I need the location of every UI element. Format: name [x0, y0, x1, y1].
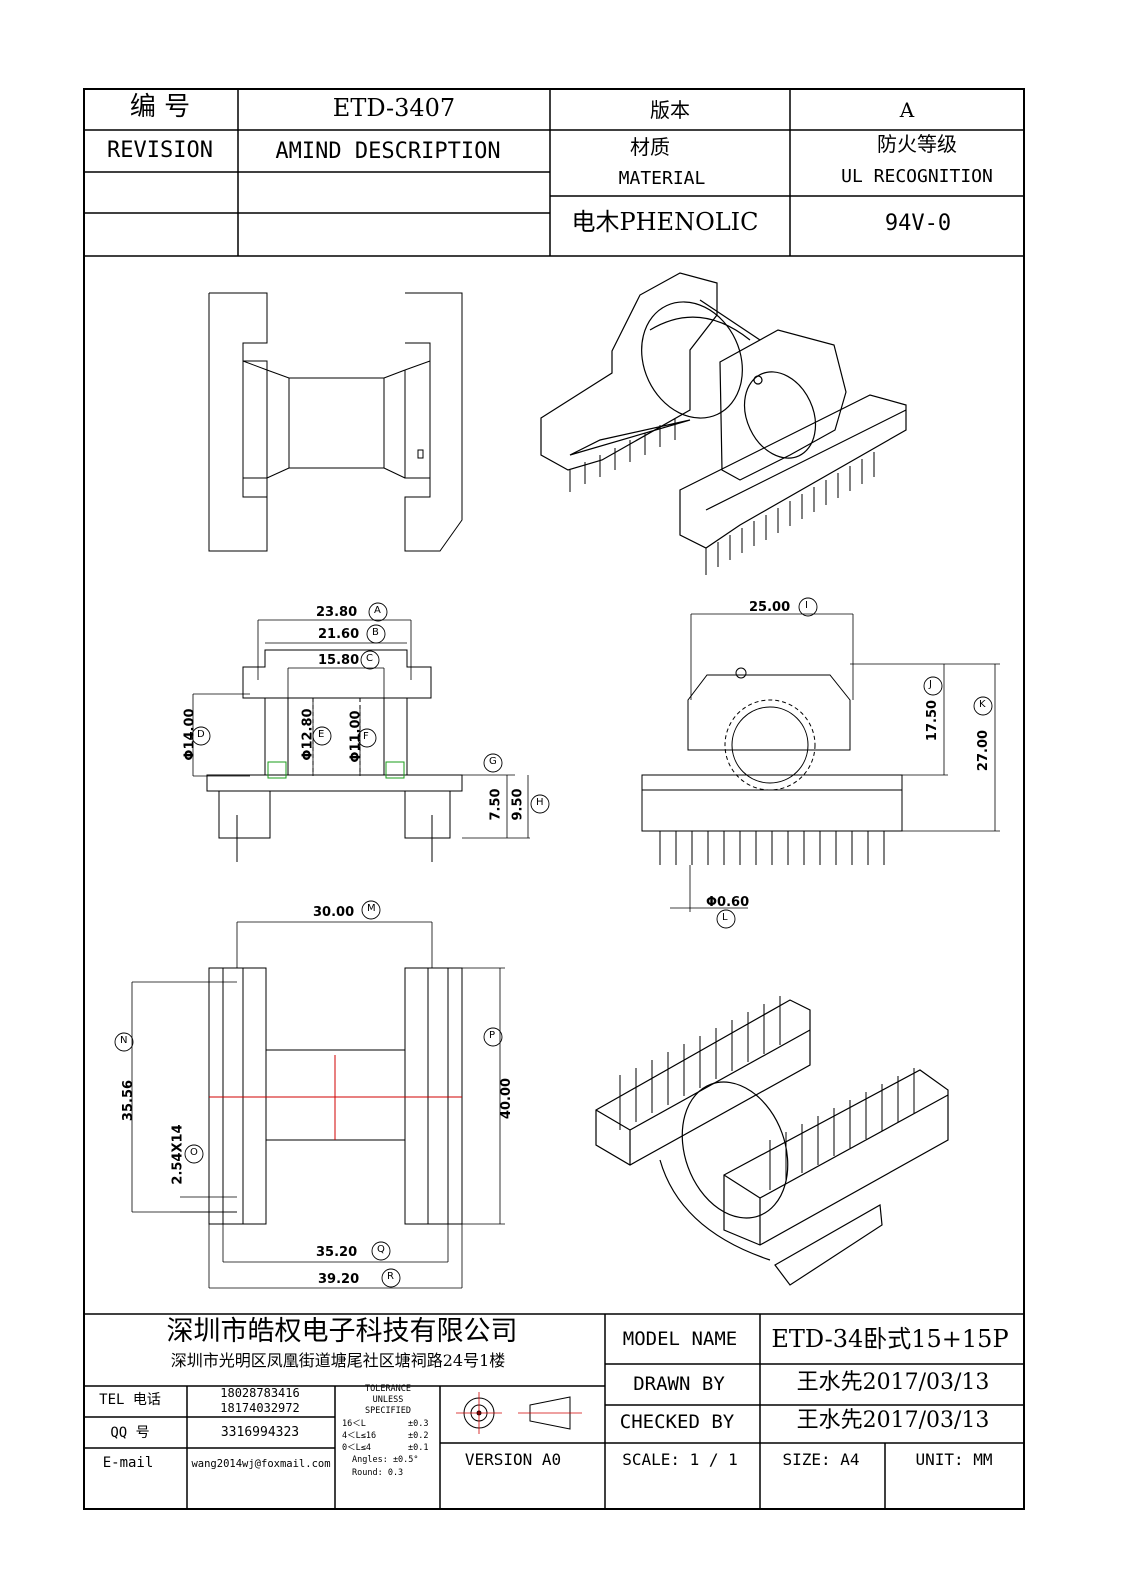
tag-a: A	[374, 605, 381, 616]
outer-border	[83, 88, 1025, 1510]
version-label: 版本	[650, 98, 690, 122]
company-name: 深圳市皓权电子科技有限公司	[166, 1316, 518, 1347]
number-label: 编 号	[129, 92, 191, 122]
bottom-view-dimension-lines	[131, 921, 505, 1289]
description-label: AMIND DESCRIPTION	[275, 139, 501, 164]
tolerance-r1-value: ±0.3	[408, 1419, 429, 1429]
dim-i: 25.00	[749, 600, 791, 615]
dim-m: 30.00	[313, 905, 355, 920]
dimension-tag-circles	[114, 597, 993, 1288]
tolerance-r3-label: 0＜L≤4	[342, 1443, 371, 1453]
dim-r: 39.20	[318, 1272, 360, 1287]
dim-d: Φ14.00	[182, 708, 198, 761]
material-label-en: MATERIAL	[618, 168, 706, 189]
checked-by-value: 王水先2017/03/13	[796, 1408, 990, 1433]
dim-h: 9.50	[510, 788, 526, 821]
dim-p: 40.00	[499, 1077, 515, 1120]
bottom-view-footprint	[208, 967, 463, 1225]
dim-c: 15.80	[318, 653, 360, 668]
tag-d: D	[197, 729, 205, 740]
front-view-section	[206, 649, 463, 862]
part-number: ETD-3407	[332, 94, 456, 122]
ul-label-en: UL RECOGNITION	[841, 166, 993, 187]
dim-l: Φ0.60	[706, 895, 750, 910]
side-view-core-tube	[288, 377, 385, 469]
version-label: VERSION A0	[464, 1450, 562, 1469]
tag-i: I	[805, 600, 808, 611]
size-value: SIZE: A4	[782, 1450, 860, 1469]
company-address: 深圳市光明区凤凰街道塘尾社区塘祠路24号1楼	[170, 1351, 506, 1370]
title-block-grid	[84, 1313, 1024, 1509]
version-value: A	[899, 98, 915, 122]
email-label: E-mail	[102, 1455, 154, 1471]
tag-n: N	[120, 1035, 128, 1046]
dim-q: 35.20	[316, 1245, 358, 1260]
tag-e: E	[318, 729, 325, 740]
tag-m: M	[367, 903, 376, 914]
tolerance-r1-label: 16＜L	[342, 1419, 366, 1429]
tag-c: C	[366, 653, 373, 664]
projection-symbol	[456, 1392, 582, 1434]
tag-f: F	[363, 731, 369, 742]
isometric-view-bottom	[595, 996, 949, 1286]
email-value: wang2014wj@foxmail.com	[191, 1458, 331, 1470]
tag-g: G	[489, 756, 497, 767]
end-view-dimension-lines	[670, 613, 1000, 912]
material-value: 电木PHENOLIC	[571, 208, 759, 236]
drawn-by-value: 王水先2017/03/13	[796, 1370, 990, 1395]
tolerance-title-2: UNLESS	[372, 1395, 404, 1405]
tag-j: J	[929, 679, 932, 690]
tag-b: B	[372, 627, 379, 638]
tag-h: H	[536, 797, 544, 808]
model-name-value: ETD-34卧式15+15P	[771, 1325, 1009, 1353]
qq-value: 3316994323	[220, 1425, 300, 1440]
tolerance-round: Round: 0.3	[352, 1468, 404, 1478]
ul-label-cn: 防火等级	[877, 132, 957, 156]
dim-e: Φ12.80	[300, 708, 316, 761]
isometric-view-top	[540, 272, 907, 575]
tag-o: O	[190, 1147, 198, 1158]
side-view-right-flange	[383, 292, 463, 552]
tolerance-r2-value: ±0.2	[408, 1431, 429, 1441]
ul-value: 94V-0	[884, 211, 952, 236]
dim-f: Φ11.00	[348, 710, 364, 763]
tolerance-title-3: SPECIFIED	[364, 1406, 412, 1416]
tag-r: R	[387, 1271, 394, 1282]
dim-g2: 7.50	[488, 788, 504, 821]
dim-k: 27.00	[976, 729, 992, 772]
tolerance-r3-value: ±0.1	[408, 1443, 429, 1453]
dim-o: 2.54X14	[170, 1124, 186, 1185]
checked-by-label: CHECKED BY	[619, 1411, 735, 1433]
drawn-by-label: DRAWN BY	[633, 1373, 725, 1395]
dim-j: 17.50	[925, 699, 941, 742]
side-view-left-flange	[208, 292, 290, 552]
tag-l: L	[722, 912, 728, 923]
tag-p: P	[489, 1030, 496, 1041]
tag-k: K	[979, 699, 986, 710]
tolerance-r2-label: 4＜L≤16	[342, 1431, 377, 1441]
tolerance-angles: Angles: ±0.5°	[352, 1455, 419, 1465]
scale-value: SCALE: 1 / 1	[622, 1450, 738, 1469]
revision-label: REVISION	[107, 138, 213, 163]
qq-label: QQ 号	[110, 1425, 150, 1441]
tel-number-2: 18174032972	[220, 1401, 300, 1415]
dim-n: 35.56	[121, 1079, 137, 1122]
end-view	[641, 667, 903, 865]
tel-label: TEL 电话	[99, 1392, 161, 1408]
tel-number-1: 18028783416	[220, 1386, 300, 1400]
tolerance-title-1: TOLERANCE	[364, 1384, 412, 1394]
dim-b: 21.60	[318, 627, 360, 642]
material-label-cn: 材质	[630, 135, 670, 159]
dim-a: 23.80	[316, 605, 358, 620]
model-name-label: MODEL NAME	[622, 1328, 738, 1350]
unit-value: UNIT: MM	[915, 1450, 993, 1469]
tag-q: Q	[377, 1244, 385, 1255]
front-view-dimension-lines	[192, 619, 530, 839]
header-grid	[84, 89, 1024, 257]
